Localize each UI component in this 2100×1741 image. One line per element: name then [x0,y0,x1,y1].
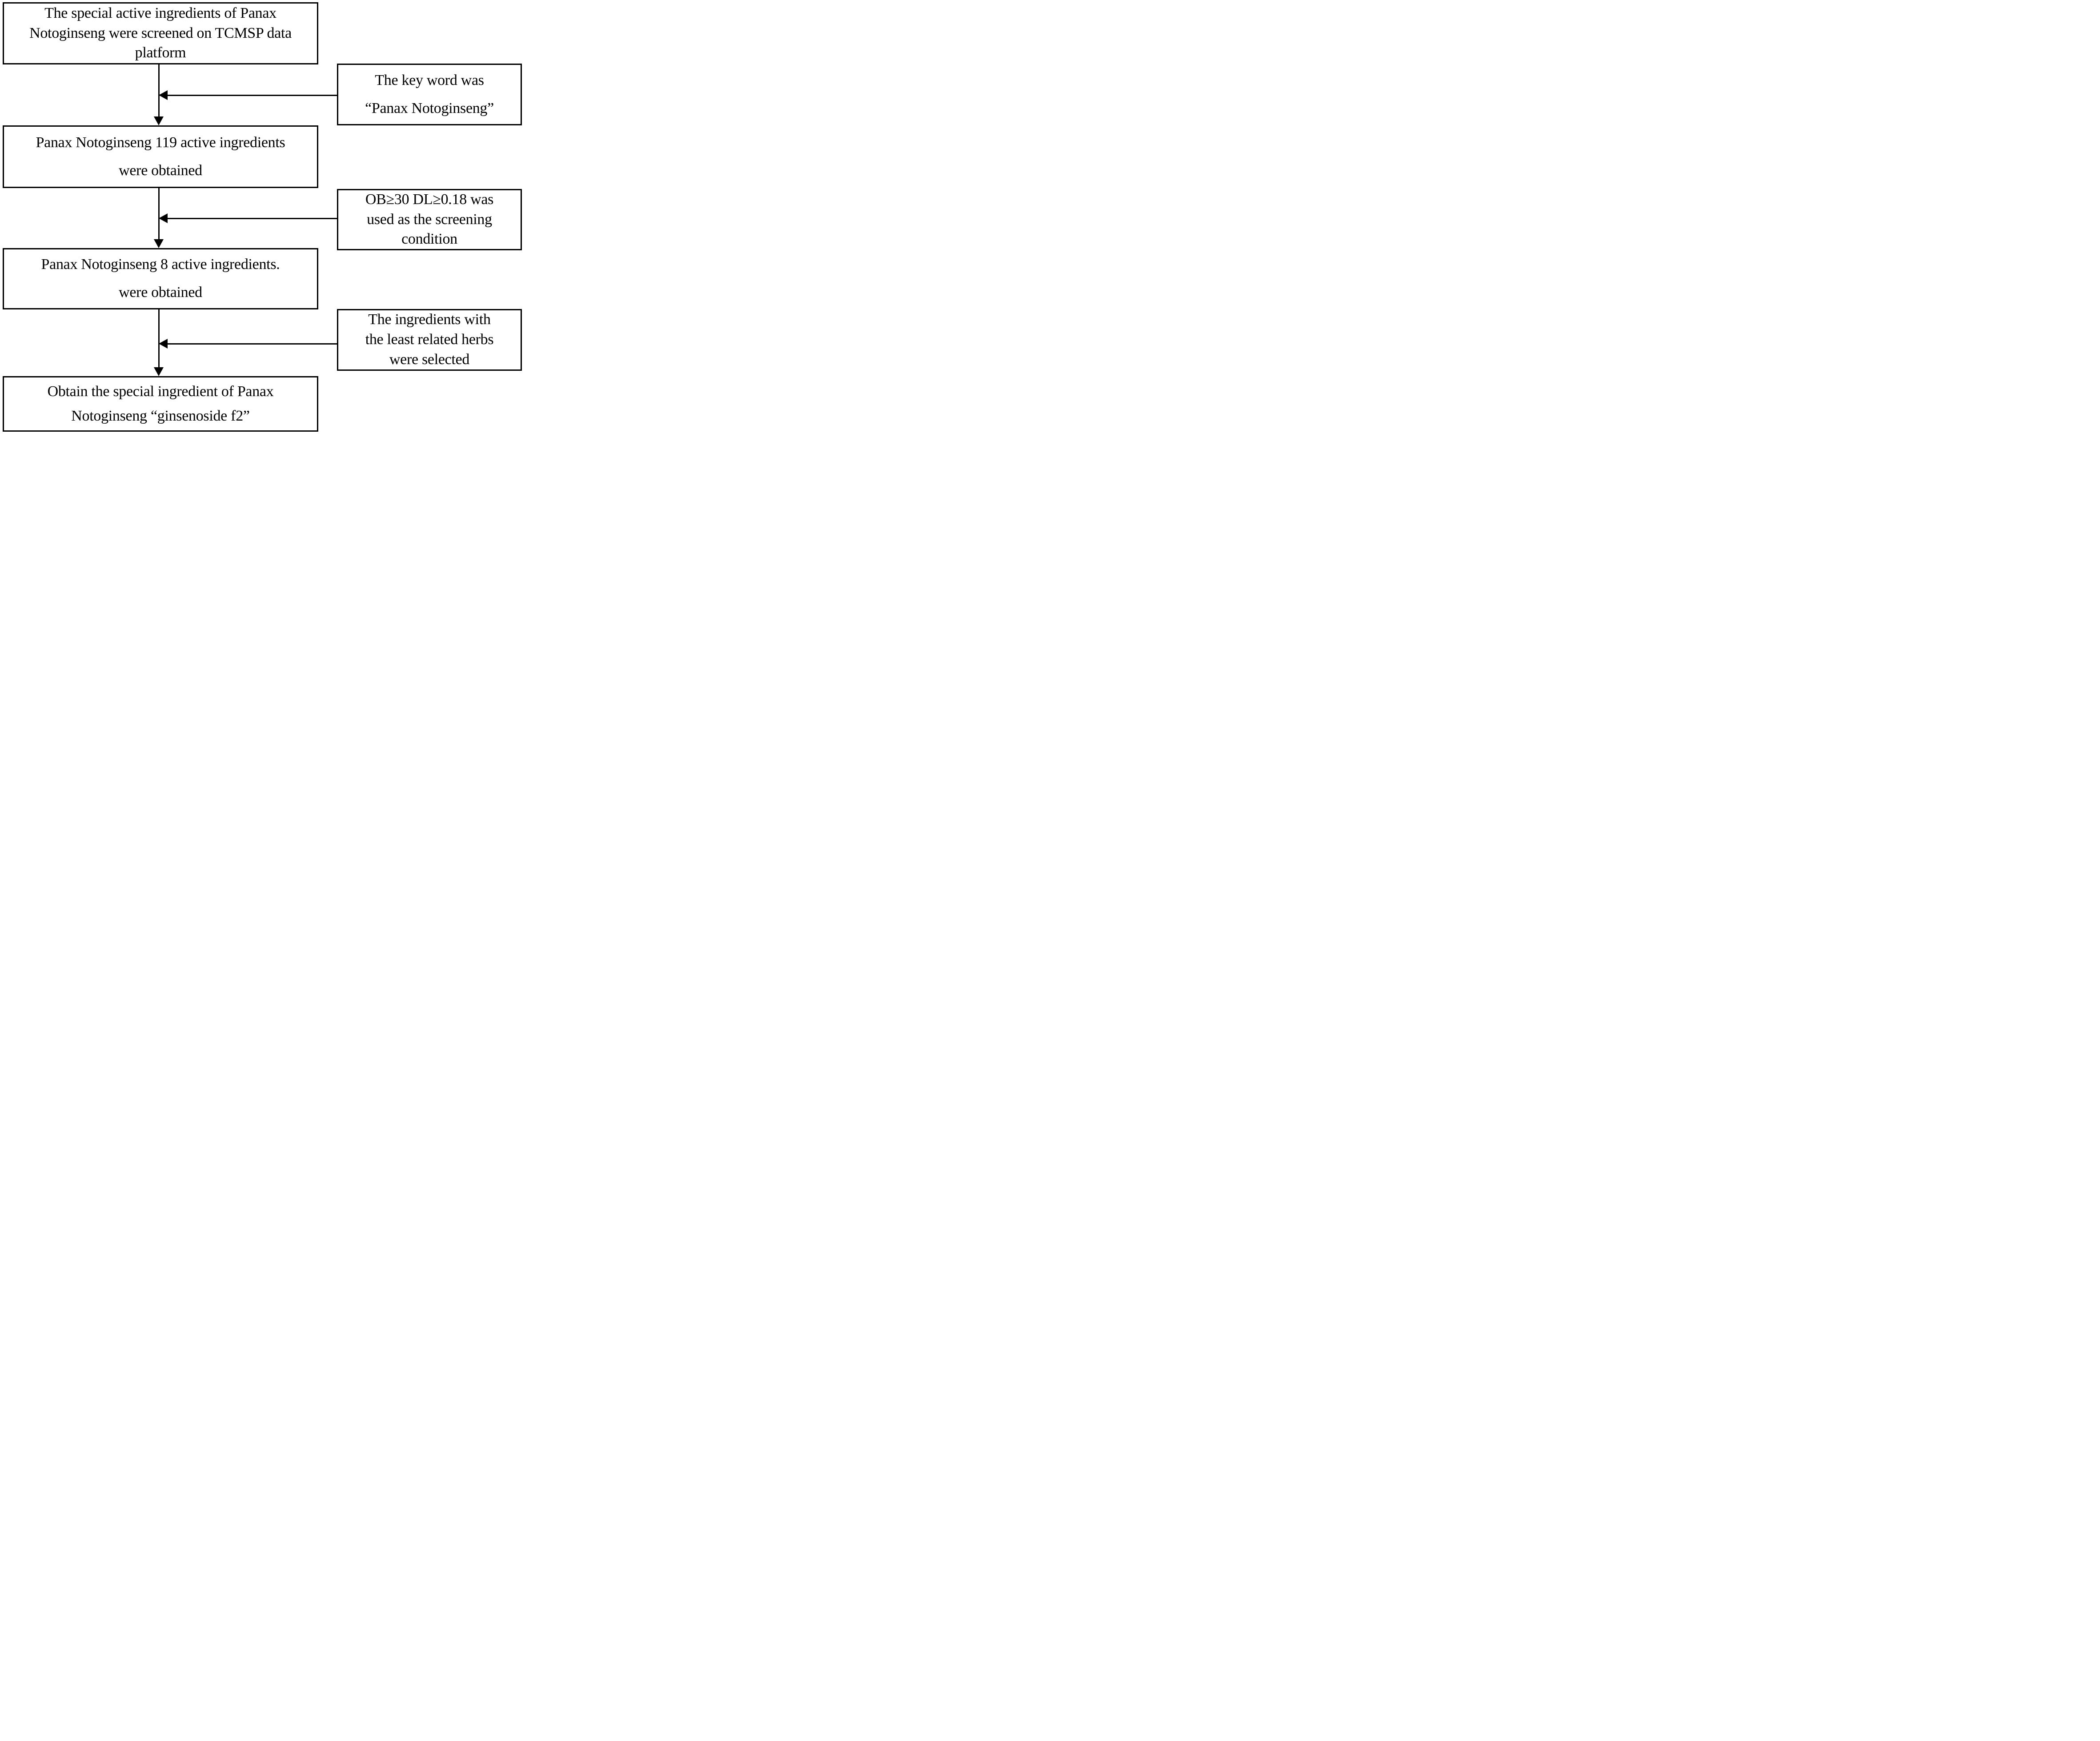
process-box-ginsenoside-f2: Obtain the special ingredient of Panax N… [3,376,318,432]
process-box-text-line: platform [135,44,186,61]
annotation-box-text-line: The ingredients with [368,311,491,328]
process-box-text-line: were obtained [119,162,202,179]
process-box-text-line: Obtain the special ingredient of Panax [47,383,274,400]
annotation-box-text-line: The key word was [375,72,484,88]
annotation-box-text-line: condition [401,231,457,248]
process-box-text-line: Panax Notoginseng 8 active ingredients. [41,256,280,273]
flow-arrow-down-1-arrowhead-icon [154,116,164,125]
annotation-box-keyword: The key word was “Panax Notoginseng” [337,64,522,125]
process-box-screened-on-tcmsp: The special active ingredients of Panax … [3,2,318,64]
annotation-box-text-line: used as the screening [367,211,492,228]
annotation-arrow-left-1-arrowhead-icon [159,90,168,100]
annotation-box-screening-condition: OB≥30 DL≥0.18 was used as the screening … [337,189,522,250]
annotation-arrow-left-3-arrowhead-icon [159,339,168,349]
annotation-box-least-related-herbs: The ingredients with the least related h… [337,309,522,371]
process-box-119-ingredients: Panax Notoginseng 119 active ingredients… [3,125,318,188]
flowchart-canvas: The special active ingredients of Panax … [0,0,525,435]
annotation-arrow-left-2-arrowhead-icon [159,213,168,223]
flow-arrow-down-3-arrowhead-icon [154,367,164,376]
process-box-8-ingredients: Panax Notoginseng 8 active ingredients. … [3,248,318,309]
process-box-text-line: Panax Notoginseng 119 active ingredients [36,134,285,151]
annotation-box-text-line: the least related herbs [365,331,494,348]
process-box-text-line: The special active ingredients of Panax [44,4,277,21]
annotation-arrow-left-1-shaft [168,95,337,96]
flow-arrow-down-2-arrowhead-icon [154,239,164,248]
flow-arrow-down-3-shaft [158,309,160,367]
annotation-box-text-line: OB≥30 DL≥0.18 was [365,191,494,208]
annotation-box-text-line: were selected [389,351,470,368]
annotation-arrow-left-3-shaft [168,343,337,345]
process-box-text-line: Notoginseng were screened on TCMSP data [29,24,292,41]
process-box-text-line: were obtained [119,284,202,301]
annotation-arrow-left-2-shaft [168,218,337,219]
annotation-box-text-line: “Panax Notoginseng” [365,100,494,116]
process-box-text-line: Notoginseng “ginsenoside f2” [71,407,250,424]
